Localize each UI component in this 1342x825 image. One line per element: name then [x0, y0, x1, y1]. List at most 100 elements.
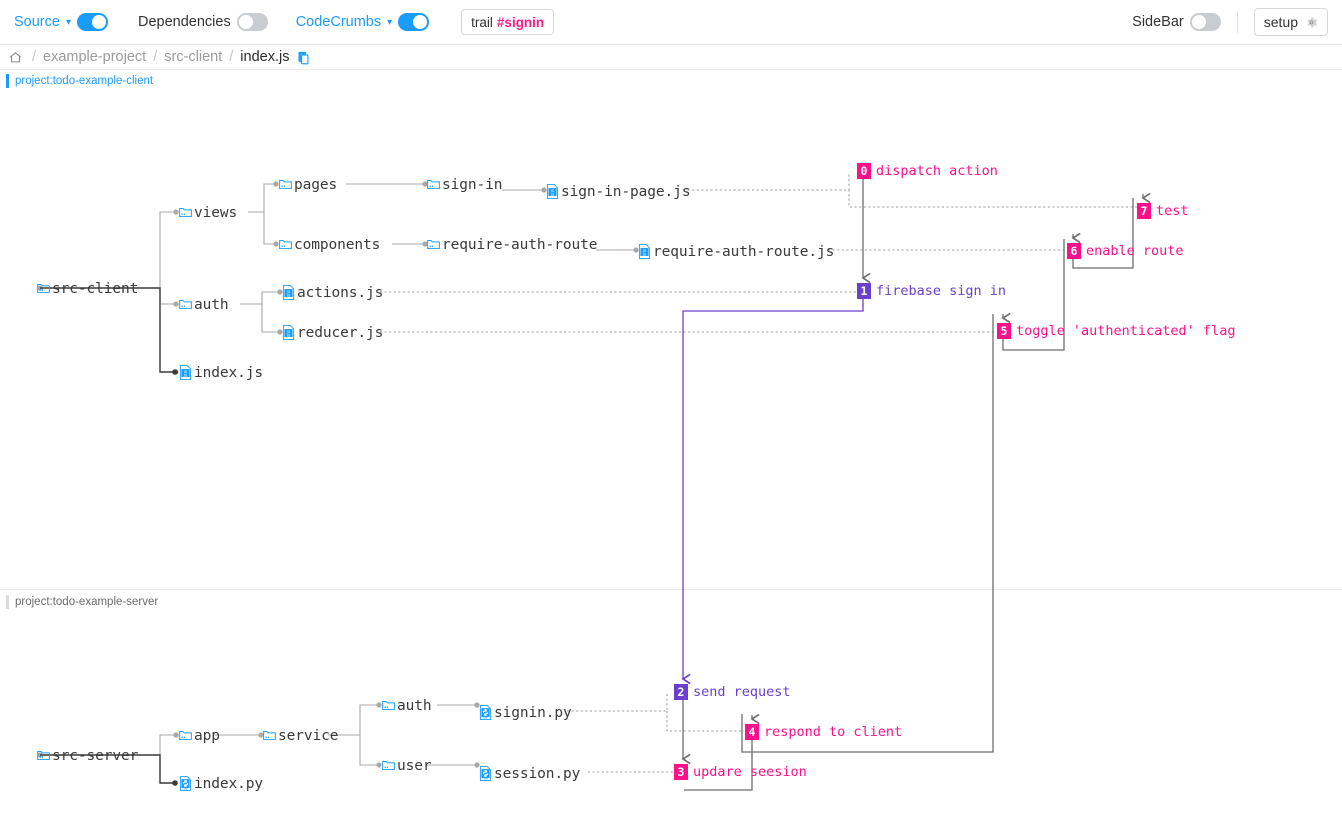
svg-text:PY: PY — [184, 788, 189, 792]
marker-number: 1 — [857, 283, 871, 299]
sidebar-toggle[interactable] — [1189, 13, 1221, 31]
tree-node-label: require-auth-route — [442, 236, 598, 253]
dependencies-control[interactable]: Dependencies — [138, 13, 268, 31]
trail-selector[interactable]: trail #signin — [461, 9, 555, 35]
breadcrumb-item-src-client[interactable]: src-client — [164, 49, 223, 65]
tree-node-src-client[interactable]: src-client — [36, 280, 138, 297]
tree-edges-client — [44, 183, 635, 373]
tree-node-label: signin.py — [494, 704, 572, 721]
marker-text: enable route — [1086, 243, 1184, 259]
codecrumb-marker-6[interactable]: 6 enable route — [1067, 243, 1184, 259]
tree-node-sign-in[interactable]: sign-in — [426, 176, 503, 193]
copy-icon[interactable] — [296, 50, 311, 65]
toggle-knob — [1191, 15, 1206, 29]
svg-text:JS: JS — [642, 251, 647, 256]
toggle-knob — [413, 15, 428, 29]
chevron-down-icon[interactable]: ▾ — [387, 17, 393, 28]
marker-number: 6 — [1067, 243, 1081, 259]
codecrumb-links — [380, 172, 1137, 773]
codecrumbs-label[interactable]: CodeCrumbs — [295, 14, 382, 30]
marker-text: dispatch action — [876, 163, 998, 179]
tree-node-label: components — [294, 236, 381, 253]
marker-number: 2 — [674, 684, 688, 700]
tree-node-label: service — [278, 727, 339, 744]
setup-button[interactable]: setup — [1253, 8, 1328, 36]
folder-icon — [427, 239, 440, 250]
folder-icon — [427, 179, 440, 190]
tree-node-label: auth — [397, 697, 432, 714]
section-divider — [0, 589, 1342, 590]
svg-text:JS: JS — [286, 332, 291, 337]
chevron-down-icon[interactable]: ▾ — [65, 17, 71, 28]
breadcrumb-separator: / — [153, 49, 158, 65]
sidebar-control[interactable]: SideBar — [1132, 13, 1221, 31]
tree-dots-client — [37, 181, 639, 375]
tree-node-src-server[interactable]: src-server — [36, 747, 138, 764]
trail-prefix: trail — [471, 14, 493, 30]
folder-icon — [279, 179, 292, 190]
tree-node-label: sign-in — [442, 176, 503, 193]
marker-text: toggle 'authenticated' flag — [1016, 323, 1236, 339]
marker-number: 4 — [745, 724, 759, 740]
tree-node-views[interactable]: views — [178, 204, 237, 221]
codecrumbs-toggle[interactable] — [398, 13, 430, 31]
tree-node-user-srv[interactable]: user — [381, 757, 432, 774]
tree-node-require-auth-route[interactable]: require-auth-route — [426, 236, 597, 253]
breadcrumb-item-example-project[interactable]: example-project — [43, 49, 147, 65]
tree-node-auth[interactable]: auth — [178, 296, 229, 313]
svg-text:JS: JS — [550, 191, 555, 196]
gear-icon — [1307, 17, 1318, 27]
tree-node-pages[interactable]: pages — [278, 176, 337, 193]
source-toggle[interactable] — [76, 13, 108, 31]
marker-number: 3 — [674, 764, 688, 780]
folder-icon — [382, 760, 395, 771]
folder-icon — [179, 207, 192, 218]
breadcrumb-separator: / — [32, 49, 37, 65]
source-control[interactable]: Source ▾ — [14, 13, 108, 31]
marker-number: 5 — [997, 323, 1011, 339]
codecrumb-marker-0[interactable]: 0 dispatch action — [857, 163, 998, 179]
source-label[interactable]: Source — [14, 14, 60, 30]
py-file-icon: PY — [479, 766, 492, 782]
codecrumbs-control[interactable]: CodeCrumbs ▾ — [295, 13, 430, 31]
project-label-server: project:todo-example-server — [6, 595, 158, 609]
tree-node-label: auth — [194, 296, 229, 313]
tree-node-app[interactable]: app — [178, 727, 220, 744]
tree-node-label: actions.js — [297, 284, 384, 301]
home-icon[interactable] — [8, 50, 23, 65]
dependencies-toggle[interactable] — [236, 13, 268, 31]
marker-text: test — [1156, 203, 1189, 219]
marker-number: 0 — [857, 163, 871, 179]
dependencies-label[interactable]: Dependencies — [137, 14, 231, 30]
project-label-client: project:todo-example-client — [6, 74, 153, 88]
tree-node-components[interactable]: components — [278, 236, 380, 253]
tree-node-label: index.js — [194, 364, 264, 381]
tree-node-auth-srv[interactable]: auth — [381, 697, 432, 714]
codecrumb-marker-5[interactable]: 5 toggle 'authenticated' flag — [997, 323, 1235, 339]
svg-text:JS: JS — [286, 329, 291, 334]
sidebar-label[interactable]: SideBar — [1132, 14, 1184, 30]
svg-text:JS: JS — [550, 188, 555, 193]
breadcrumb-separator: / — [229, 49, 234, 65]
breadcrumb-item-index-js[interactable]: index.js — [240, 49, 290, 65]
folder-icon — [37, 750, 50, 761]
svg-text:JS: JS — [183, 369, 188, 374]
top-toolbar: Source ▾ Dependencies CodeCrumbs ▾ trail… — [0, 0, 1342, 45]
tree-node-label: views — [194, 204, 238, 221]
tree-node-service[interactable]: service — [262, 727, 339, 744]
